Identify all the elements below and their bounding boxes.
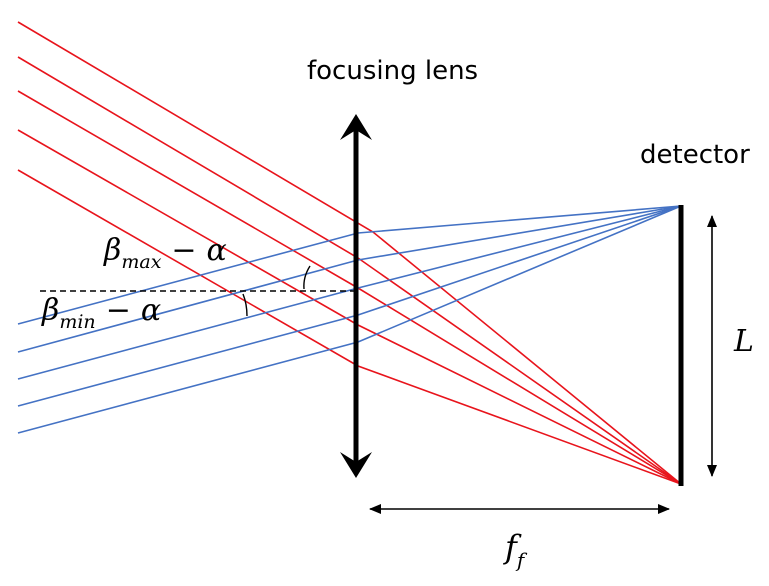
beta-max-alpha: α bbox=[206, 233, 227, 268]
red-ray-3 bbox=[17, 90, 682, 485]
beta-min-angle-label: βmin−α bbox=[42, 293, 162, 333]
angle-arc-beta-max bbox=[303, 265, 311, 290]
beta-min-subscript: min bbox=[59, 311, 96, 333]
detector-label: detector bbox=[640, 140, 750, 170]
beta-max-symbol: β bbox=[104, 233, 122, 268]
lens-label: focusing lens bbox=[307, 56, 479, 86]
focal-length-label: ff bbox=[505, 528, 524, 572]
focal-length-subscript: f bbox=[516, 548, 525, 572]
beta-min-alpha: α bbox=[140, 293, 162, 328]
beta-max-minus: − bbox=[171, 233, 197, 268]
beta-min-minus: − bbox=[105, 293, 131, 328]
lens-bottom-arrowhead bbox=[340, 452, 372, 478]
focal-length-symbol: f bbox=[505, 528, 517, 566]
beta-min-symbol: β bbox=[42, 293, 60, 328]
red-ray-2 bbox=[17, 56, 682, 485]
angle-arc-beta-min bbox=[242, 293, 248, 317]
lens-top-arrowhead bbox=[340, 114, 372, 140]
focusing-lens bbox=[340, 114, 372, 478]
detector-length-label: L bbox=[734, 324, 754, 359]
beta-max-subscript: max bbox=[121, 251, 162, 273]
beta-max-angle-label: βmax−α bbox=[104, 233, 227, 273]
